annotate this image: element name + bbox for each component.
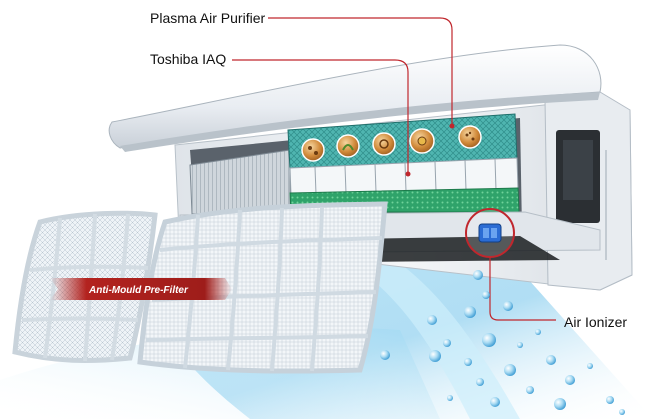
ionizer-leader [489,258,556,321]
toshiba-iaq-label: Toshiba IAQ [150,51,227,67]
filter-banner [50,278,232,300]
airflow-stream [360,250,520,419]
plasma-leader [268,17,453,124]
plasma-air-purifier-label: Plasma Air Purifier [150,10,266,26]
pre-filter-center [137,201,388,374]
callout-lines [232,17,556,321]
mould-disc-icon [336,134,360,158]
dust-disc-icon [458,125,482,149]
ion-bubbles [380,270,625,415]
air-ionizer-label: Air Ionizer [564,314,628,330]
bacteria-disc-icon [301,138,325,162]
filter-banner-label: Anti-Mould Pre-Filter [88,285,189,296]
iaq-leader [232,59,409,172]
pollen-disc-icon [409,128,435,154]
virus-disc-icon [372,132,396,156]
ionizer-device [478,223,502,243]
